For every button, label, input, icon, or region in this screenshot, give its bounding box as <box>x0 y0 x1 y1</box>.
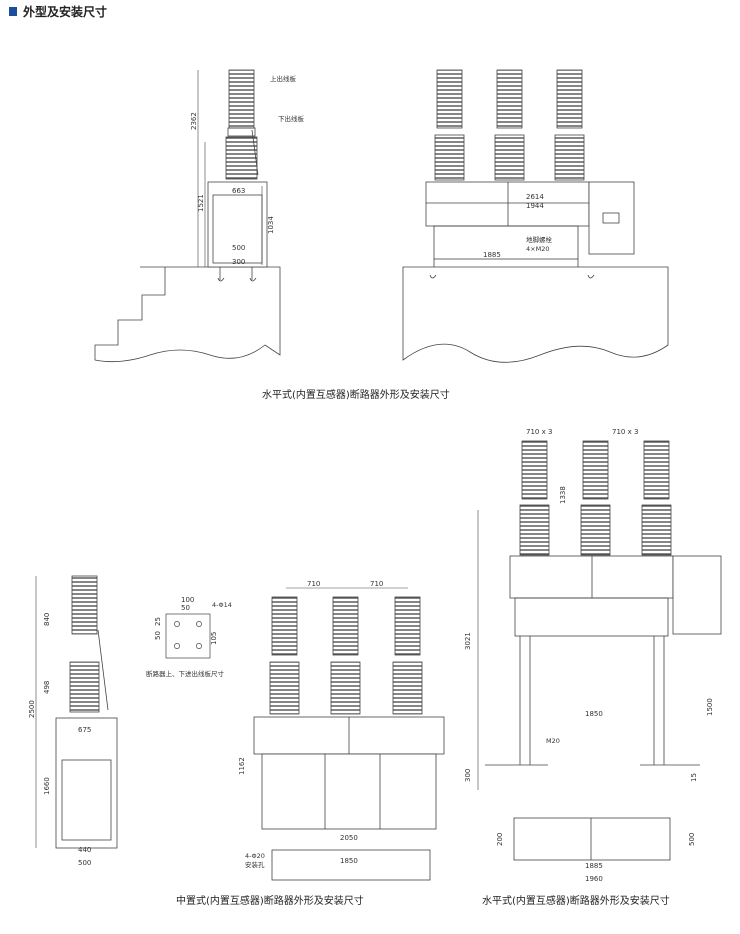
upper-insulator <box>228 69 255 129</box>
label-plate-note: 断路器上、下进出线板尺寸 <box>146 669 225 678</box>
dim-2614: 2614 <box>526 193 544 201</box>
bottom-right-elevated-view <box>477 440 722 861</box>
dim-2500: 2500 <box>28 700 36 718</box>
operating-box <box>425 181 590 227</box>
dim-1521: 1521 <box>197 194 205 212</box>
dim-2362: 2362 <box>190 112 198 130</box>
label-upper-terminal: 上出线板 <box>270 74 297 83</box>
dim-500b: 500 <box>78 859 91 867</box>
dim-200: 200 <box>496 833 504 846</box>
dim-1944: 1944 <box>526 202 544 210</box>
dim-50: 50 <box>181 604 190 612</box>
dim-1338: 1338 <box>559 486 567 504</box>
dim-25: 25 <box>154 617 162 626</box>
side-cabinet <box>55 717 118 849</box>
dim-663: 663 <box>232 187 245 195</box>
dim-100: 100 <box>181 596 194 604</box>
top-left-side-view <box>94 69 281 363</box>
bottom-mid-front-view <box>253 587 445 881</box>
header-square-icon <box>9 6 17 16</box>
dim-1162: 1162 <box>238 757 246 775</box>
dim-840: 840 <box>43 613 51 626</box>
right-control-cabinet <box>672 555 722 635</box>
dim-105: 105 <box>210 632 218 645</box>
label-lower-terminal: 下出线板 <box>278 114 305 123</box>
label-bolt-m20: M20 <box>546 737 560 745</box>
dim-500: 500 <box>232 244 245 252</box>
dim-1500: 1500 <box>706 698 714 716</box>
label-bolt-spec: 4×M20 <box>526 245 549 253</box>
dim-1034: 1034 <box>267 216 275 234</box>
stair-plinth <box>94 266 281 363</box>
dim-710b: 710 <box>370 580 383 588</box>
label-base-hole-spec: 4-Φ20 <box>245 852 265 860</box>
dim-1960: 1960 <box>585 875 603 883</box>
mechanism-box <box>207 181 268 268</box>
dim-675: 675 <box>78 726 91 734</box>
mid-frame <box>261 753 437 830</box>
dim-1850b: 1850 <box>585 710 603 718</box>
dim-300b: 300 <box>464 769 472 782</box>
dim-1850: 1850 <box>340 857 358 865</box>
dim-440: 440 <box>78 846 91 854</box>
dim-710x3a: 710 x 3 <box>526 428 552 436</box>
dim-500c: 500 <box>688 833 696 846</box>
dim-15: 15 <box>690 773 698 782</box>
label-ground-bolt: 地脚螺栓 <box>526 235 553 244</box>
dim-710x3b: 710 x 3 <box>612 428 638 436</box>
control-cabinet <box>588 181 635 255</box>
dim-498: 498 <box>43 681 51 694</box>
section-header: 外型及安装尺寸 <box>9 3 107 19</box>
caption-bottom-mid: 中置式(内置互感器)断路器外形及安装尺寸 <box>176 894 364 907</box>
foundation <box>402 266 669 363</box>
section-title: 外型及安装尺寸 <box>23 4 108 19</box>
bottom-left-side-view <box>35 575 118 849</box>
label-hole-spec: 4-Φ14 <box>212 601 232 609</box>
caption-top: 水平式(内置互感器)断路器外形及安装尺寸 <box>262 388 450 401</box>
dim-1885: 1885 <box>483 251 501 259</box>
top-right-front-view <box>402 69 669 363</box>
dim-3021: 3021 <box>464 632 472 650</box>
dim-710a: 710 <box>307 580 320 588</box>
terminal-plate-detail <box>165 613 211 659</box>
dim-2050: 2050 <box>340 834 358 842</box>
dim-1885b: 1885 <box>585 862 603 870</box>
caption-bottom-right: 水平式(内置互感器)断路器外形及安装尺寸 <box>482 894 670 907</box>
dim-1660: 1660 <box>43 777 51 795</box>
dim-300: 300 <box>232 258 245 266</box>
lower-insulator <box>225 136 258 180</box>
label-base-hole-note: 安装孔 <box>245 860 265 869</box>
dim-50-25: 50 <box>154 631 162 640</box>
